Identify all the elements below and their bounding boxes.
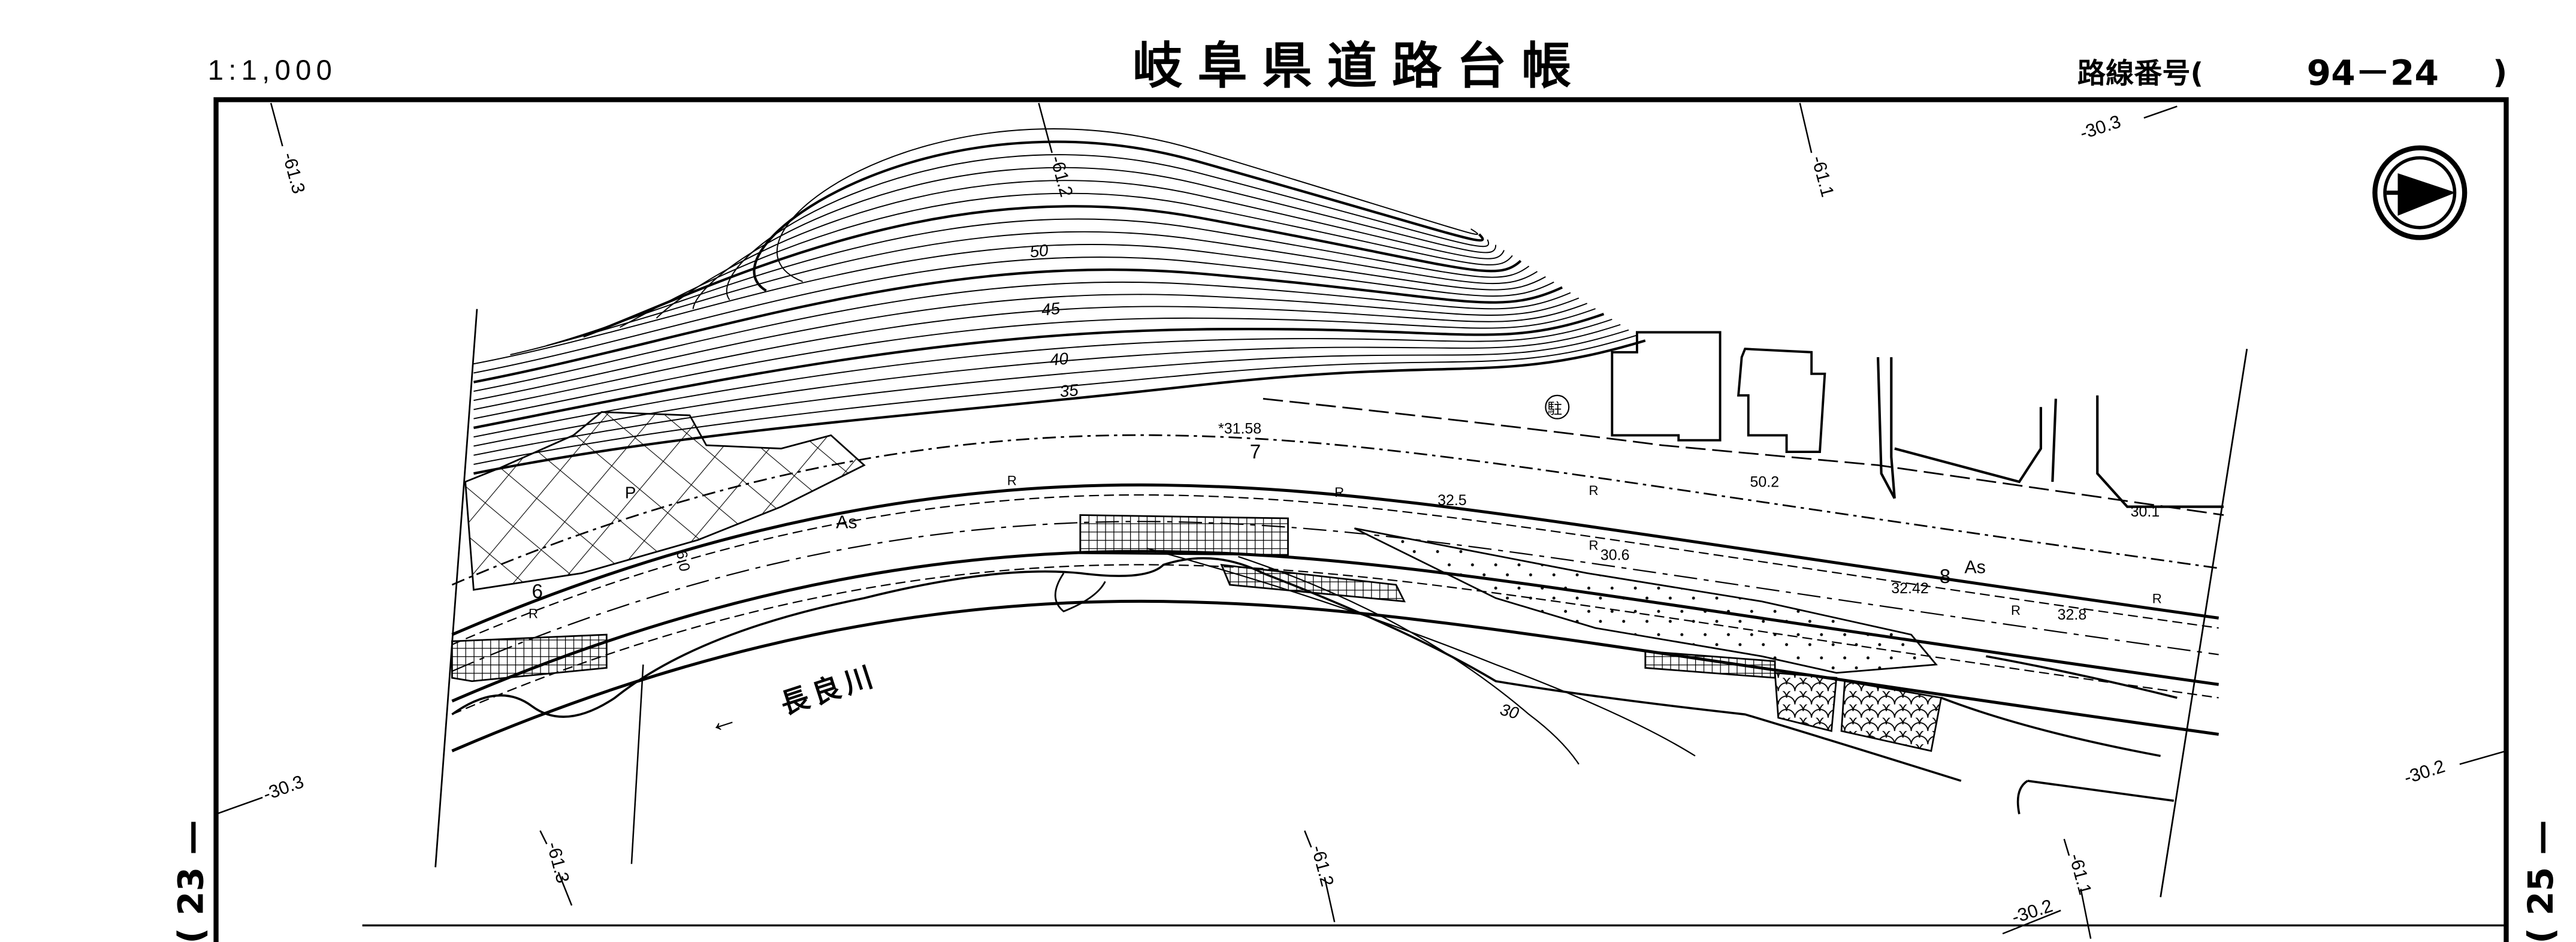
contour-line — [726, 154, 1490, 301]
surface-label: As — [836, 512, 857, 533]
contour-line — [546, 218, 1530, 346]
frame-border — [213, 97, 2509, 942]
contour-lines — [473, 128, 1646, 475]
grid-pavement — [451, 633, 608, 683]
river-banks — [451, 547, 2178, 814]
contour-label: 40 — [1049, 349, 1070, 369]
station-label: 8 — [1940, 566, 1951, 588]
building — [1611, 331, 1722, 442]
contour-label: 45 — [1040, 299, 1061, 319]
contour-line — [753, 140, 1484, 292]
parking-label: 駐 — [1547, 400, 1562, 417]
curb-label: R — [2152, 591, 2162, 606]
road-edge-line — [451, 434, 2219, 586]
grid-label: -61.1 — [2065, 852, 2095, 897]
grid-label: -61.3 — [279, 150, 309, 196]
curb-label: R — [1334, 485, 1344, 500]
contour-line — [473, 256, 1554, 374]
elevation-label: 50.2 — [1750, 473, 1780, 490]
contour-line — [473, 318, 1612, 438]
grid-pavement — [1220, 564, 1406, 603]
curb-label: R — [529, 606, 538, 621]
grid-ticks — [216, 102, 2506, 939]
grid-label: -30.3 — [261, 771, 307, 805]
sheet-boundary-left — [434, 309, 478, 868]
elevation-label: 32.8 — [2058, 606, 2087, 623]
grid-label: -61.2 — [1307, 843, 1338, 889]
road-edge-line — [451, 483, 2219, 636]
road-width-label: 6.0 — [673, 550, 693, 573]
riprap-area — [1840, 680, 1943, 752]
grid-label: -30.3 — [2077, 111, 2124, 144]
slope-protection-area — [464, 411, 866, 591]
map-labels: 50 45 40 35 *31.58 7 6 8 As As R R R R R… — [529, 241, 2162, 624]
elevation-label: *31.58 — [1218, 421, 1261, 437]
river-name: 長良川 — [777, 659, 881, 721]
grid-label: -61.3 — [543, 840, 573, 885]
elevation-label: 32.5 — [1438, 492, 1467, 509]
grid-label: -61.1 — [1807, 153, 1838, 199]
river-direction-arrow: ← — [703, 699, 742, 741]
surface-label: As — [1964, 557, 1986, 578]
contour-line — [473, 313, 1605, 429]
parking-symbol-icon — [1545, 394, 1570, 419]
curb-label: R — [1589, 538, 1599, 553]
station-label: 6 — [532, 581, 543, 603]
grid-label: -30.2 — [2009, 895, 2055, 928]
contour-line — [473, 303, 1588, 410]
gravel-area — [1354, 527, 1938, 674]
contour-line — [582, 205, 1522, 338]
contour-label: 30 — [1498, 700, 1521, 723]
route-close: ) — [2493, 55, 2507, 91]
contour-line — [473, 268, 1563, 384]
curb-label: R — [1589, 483, 1599, 498]
contour-label: 50 — [1029, 241, 1049, 261]
left-sheet-label: ( 23 — — [170, 820, 211, 942]
elevation-label: 32.42 — [1891, 580, 1928, 597]
grid-pavement — [1079, 514, 1289, 556]
road-edge-line — [451, 564, 2219, 715]
page-title: 岐阜県道路台帳 — [1133, 37, 1586, 95]
route-number: 94－24 — [2307, 52, 2439, 93]
contour-line — [692, 167, 1497, 309]
right-sheet-label: ( 25 — — [2520, 820, 2561, 942]
contour-line — [473, 244, 1546, 365]
road-edge-line — [451, 521, 2219, 672]
elevation-label: 30.6 — [1600, 547, 1630, 563]
curb-label: R — [1007, 473, 1017, 488]
riprap-area — [1774, 672, 1838, 732]
contour-line — [510, 231, 1538, 355]
grid-label: -30.2 — [2402, 756, 2448, 788]
contour-line — [473, 294, 1580, 401]
sheet-boundary-right — [2160, 349, 2248, 898]
route-label: 路線番号( — [2077, 58, 2203, 90]
park-label: P — [625, 484, 636, 502]
scale-label: 1:1,000 — [208, 54, 337, 86]
contour-line — [776, 128, 1478, 282]
grid-label: -61.2 — [1046, 153, 1077, 199]
north-arrow-icon — [2372, 145, 2468, 240]
road-edge-line — [451, 494, 2219, 645]
building — [1737, 348, 1826, 454]
side-road — [1263, 357, 2224, 516]
contour-line — [473, 308, 1596, 419]
contour-line — [656, 180, 1505, 319]
curb-label: R — [2011, 603, 2021, 618]
contour-line — [473, 324, 1621, 447]
contour-label: 35 — [1059, 381, 1079, 401]
station-label: 7 — [1250, 441, 1261, 463]
elevation-label: 30.1 — [2131, 503, 2160, 520]
contour-line — [473, 281, 1571, 392]
